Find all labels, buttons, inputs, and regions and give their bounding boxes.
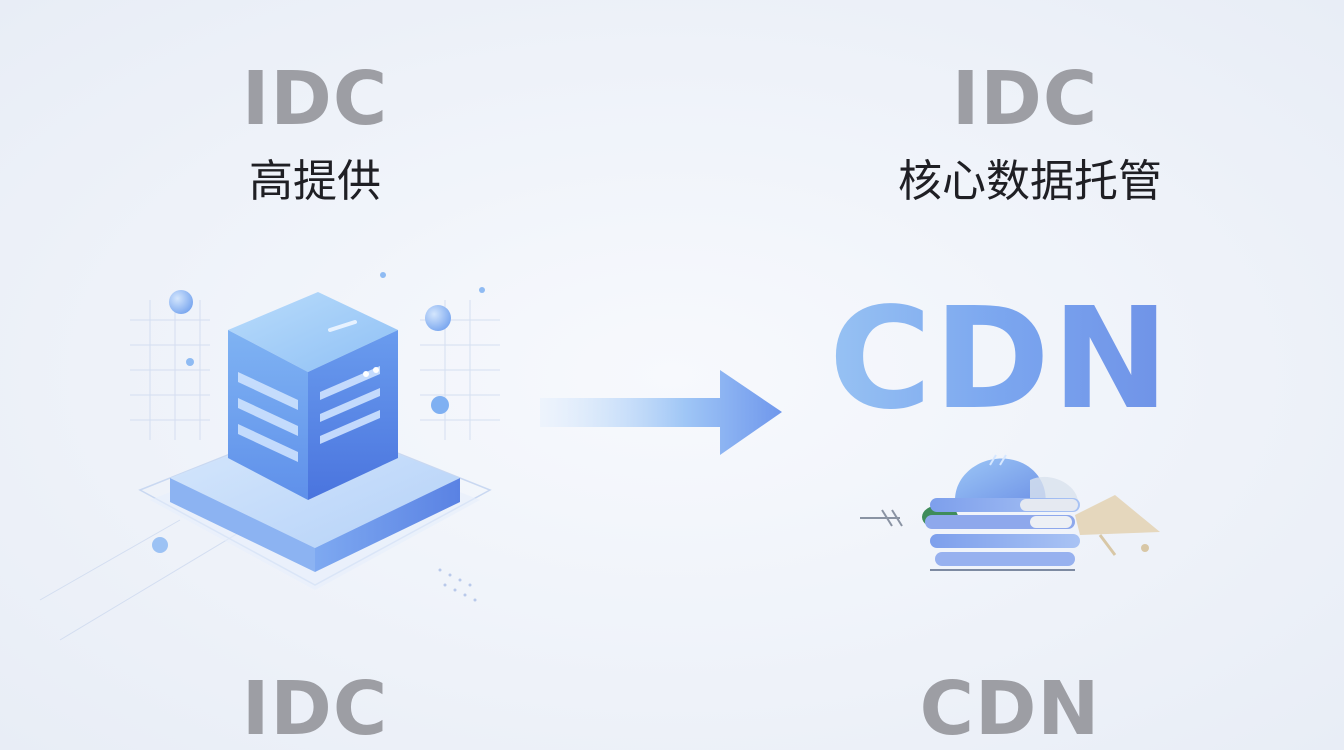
right-top-label: IDC (951, 56, 1099, 142)
left-caption: 高提供 (249, 156, 381, 207)
right-bottom-label: CDN (919, 666, 1101, 750)
cdn-center-label: CDN (800, 290, 1200, 430)
right-caption: 核心数据托管 (898, 156, 1162, 207)
left-bottom-label: IDC (241, 666, 389, 750)
left-top-label: IDC (241, 56, 389, 142)
